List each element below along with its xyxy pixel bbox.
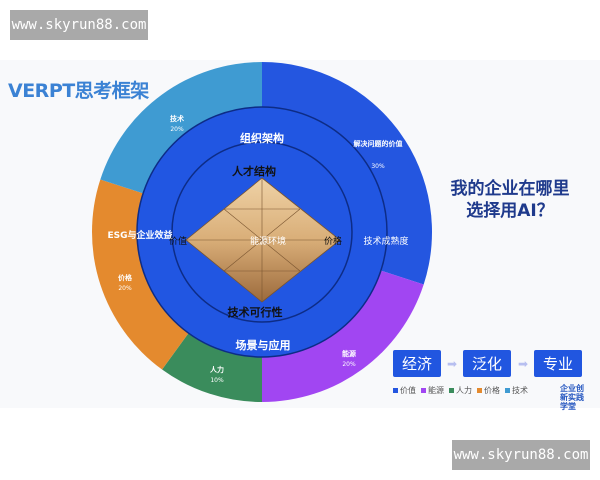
ring-org: 组织架构 (240, 131, 284, 145)
value-price: 20% (118, 285, 132, 292)
arrow-icon: ➡ (447, 357, 458, 371)
value-value: 30% (371, 163, 385, 170)
ring-scenario: 场景与应用 (236, 338, 291, 352)
arrow-icon: ➡ (518, 357, 529, 371)
legend-item: 价值 (393, 385, 416, 396)
inner-talent: 人才结构 (232, 164, 276, 178)
value-energy: 20% (342, 361, 356, 368)
step-generalize: 泛化 (463, 350, 511, 377)
watermark: www.skyrun88.com (452, 440, 590, 470)
center-energy-env: 能源环境 (250, 235, 286, 247)
inner-feasibility: 技术可行性 (228, 305, 283, 319)
value-tech: 20% (170, 126, 184, 133)
legend-item: 技术 (505, 385, 528, 396)
ring-maturity: 技术成熟度 (363, 235, 408, 247)
label-price: 价格 (118, 273, 133, 282)
value-labor: 10% (210, 377, 224, 384)
wood-diamond (185, 177, 341, 303)
inner-value: 价值 (169, 235, 187, 247)
label-energy: 能源 (342, 349, 356, 358)
label-value: 解决问题的价值 (354, 139, 403, 148)
question-line-1: 我的企业在哪里 (450, 179, 570, 199)
label-labor: 人力 (210, 365, 224, 374)
label-tech: 技术 (170, 114, 184, 123)
inner-price: 价格 (324, 235, 342, 247)
ring-esg: ESG与企业效益 (107, 229, 172, 241)
legend: 价值 能源 人力 价格 技术 (393, 385, 528, 396)
step-economy: 经济 (393, 350, 441, 377)
legend-item: 人力 (449, 385, 472, 396)
question-line-2: 选择用AI？ (466, 201, 554, 221)
legend-item: 价格 (477, 385, 500, 396)
legend-item: 能源 (421, 385, 444, 396)
step-specialize: 专业 (534, 350, 582, 377)
page-title: VERPT思考框架 (8, 80, 149, 102)
logo: 企业创新实践学堂 (560, 384, 584, 411)
watermark: www.skyrun88.com (10, 10, 148, 40)
